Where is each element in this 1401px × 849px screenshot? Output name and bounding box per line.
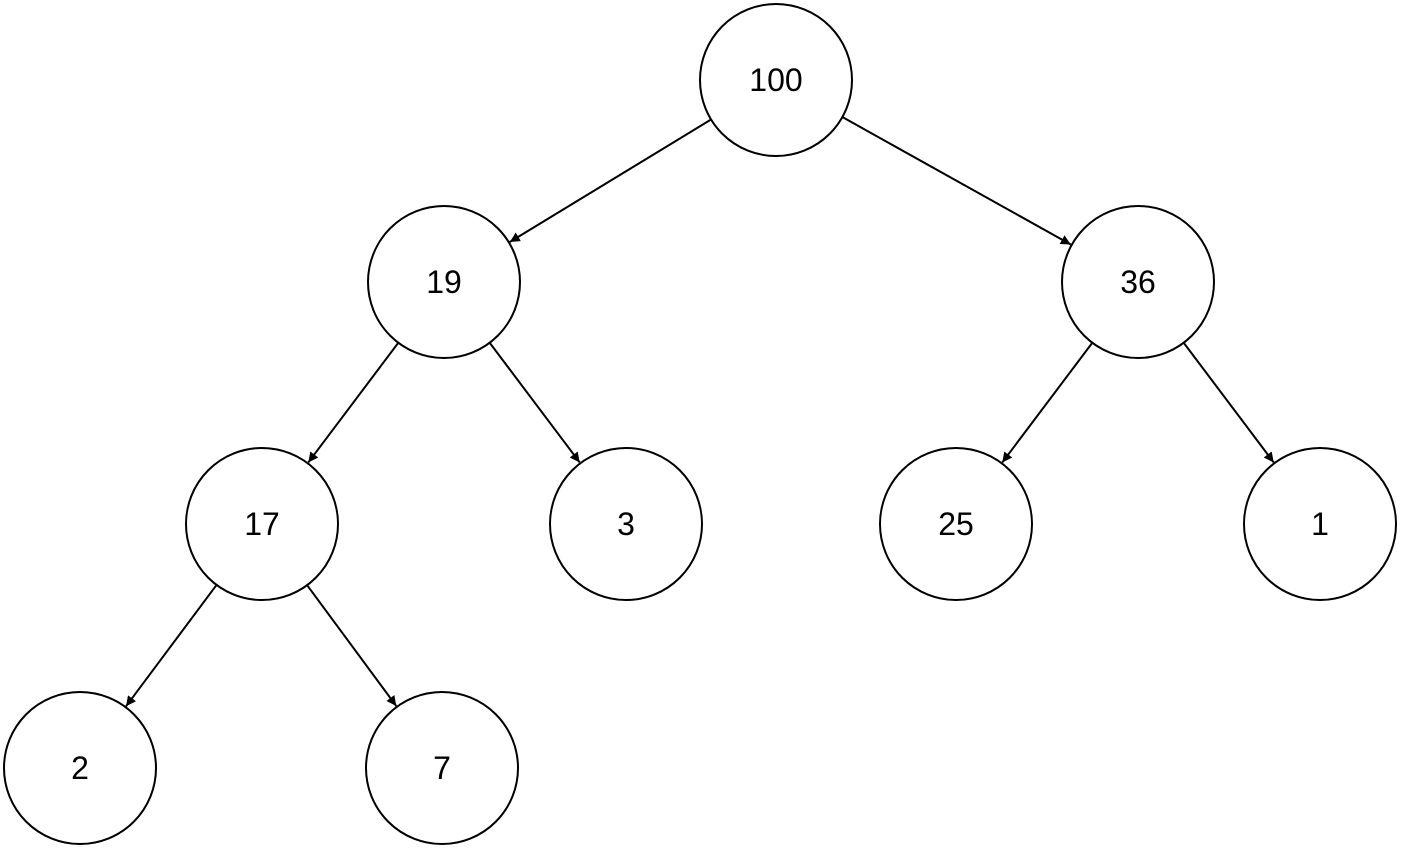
node-label: 36 [1120, 264, 1156, 300]
tree-node-100: 100 [699, 3, 853, 157]
edge-n100-to-n19 [509, 118, 712, 243]
tree-node-19: 19 [367, 205, 521, 359]
tree-node-7: 7 [365, 691, 519, 845]
node-circle [367, 205, 521, 359]
node-circle [185, 447, 339, 601]
node-label: 2 [71, 750, 89, 786]
node-circle [3, 691, 157, 845]
edge-n19-to-n3 [488, 342, 581, 464]
tree-node-17: 17 [185, 447, 339, 601]
node-label: 100 [749, 62, 802, 98]
node-circle [549, 447, 703, 601]
edge-n19-to-n17 [307, 342, 400, 464]
tree-node-36: 36 [1061, 205, 1215, 359]
tree-node-2: 2 [3, 691, 157, 845]
nodes-layer: 100 19 36 17 3 25 1 2 7 [3, 3, 1397, 845]
node-label: 25 [938, 506, 974, 542]
node-label: 3 [617, 506, 635, 542]
edge-n100-to-n36 [841, 116, 1072, 246]
node-label: 7 [433, 750, 451, 786]
node-circle [1061, 205, 1215, 359]
node-circle [699, 3, 853, 157]
tree-node-3: 3 [549, 447, 703, 601]
node-label: 19 [426, 264, 462, 300]
node-circle [879, 447, 1033, 601]
tree-node-1: 1 [1243, 447, 1397, 601]
tree-node-25: 25 [879, 447, 1033, 601]
edge-n17-to-n2 [125, 584, 218, 707]
edge-n36-to-n1 [1182, 342, 1275, 464]
node-circle [1243, 447, 1397, 601]
edge-n36-to-n25 [1001, 342, 1094, 464]
edges-layer [125, 116, 1275, 707]
node-label: 1 [1311, 506, 1329, 542]
edge-n17-to-n7 [306, 584, 398, 707]
node-circle [365, 691, 519, 845]
node-label: 17 [244, 506, 280, 542]
